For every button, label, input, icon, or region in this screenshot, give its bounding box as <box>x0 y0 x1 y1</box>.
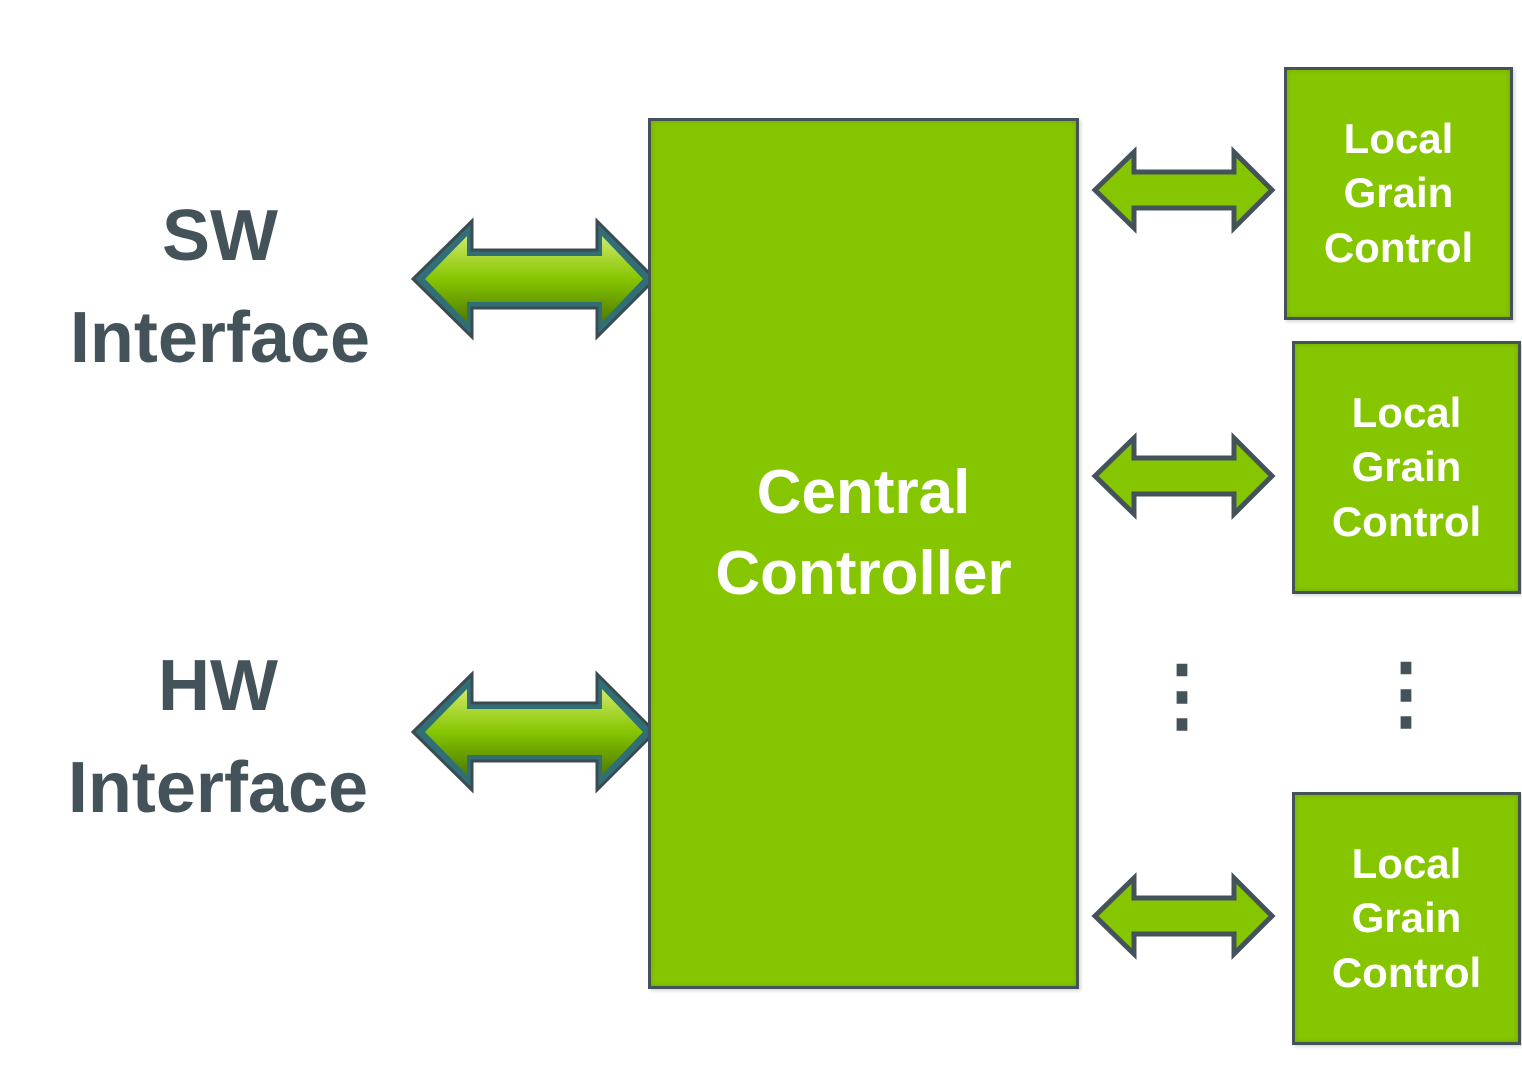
central-controller-line2: Controller <box>715 538 1012 608</box>
sw-double-arrow <box>410 217 658 341</box>
local-3-line3: Control <box>1331 948 1482 996</box>
local-arrow-1 <box>1091 145 1276 235</box>
hw-label-line1: HW <box>158 646 278 726</box>
central-controller-line1: Central <box>756 457 971 527</box>
hw-double-arrow <box>410 670 658 794</box>
local-grain-control-box-2: Local Grain Control <box>1292 341 1521 594</box>
local-1-line3: Control <box>1323 223 1474 271</box>
local-grain-control-box-1: Local Grain Control <box>1284 67 1513 320</box>
sw-interface-label: SW Interface <box>30 200 410 374</box>
hw-label-line2: Interface <box>67 748 369 828</box>
ellipsis-local-controls: ⋮ <box>1366 648 1446 737</box>
local-grain-control-box-3: Local Grain Control <box>1292 792 1521 1045</box>
hw-interface-label: HW Interface <box>28 650 408 824</box>
local-1-line2: Grain <box>1343 169 1454 217</box>
central-controller-box: Central Controller <box>648 118 1079 989</box>
local-2-line1: Local <box>1351 388 1462 436</box>
local-arrow-2 <box>1091 431 1276 521</box>
local-2-line3: Control <box>1331 497 1482 545</box>
local-3-line2: Grain <box>1351 894 1462 942</box>
sw-label-line2: Interface <box>69 298 371 378</box>
ellipsis-arrows: ⋮ <box>1142 650 1222 739</box>
local-arrow-3 <box>1091 871 1276 961</box>
sw-label-line1: SW <box>162 196 278 276</box>
local-3-line1: Local <box>1351 839 1462 887</box>
local-2-line2: Grain <box>1351 443 1462 491</box>
local-1-line1: Local <box>1343 114 1454 162</box>
